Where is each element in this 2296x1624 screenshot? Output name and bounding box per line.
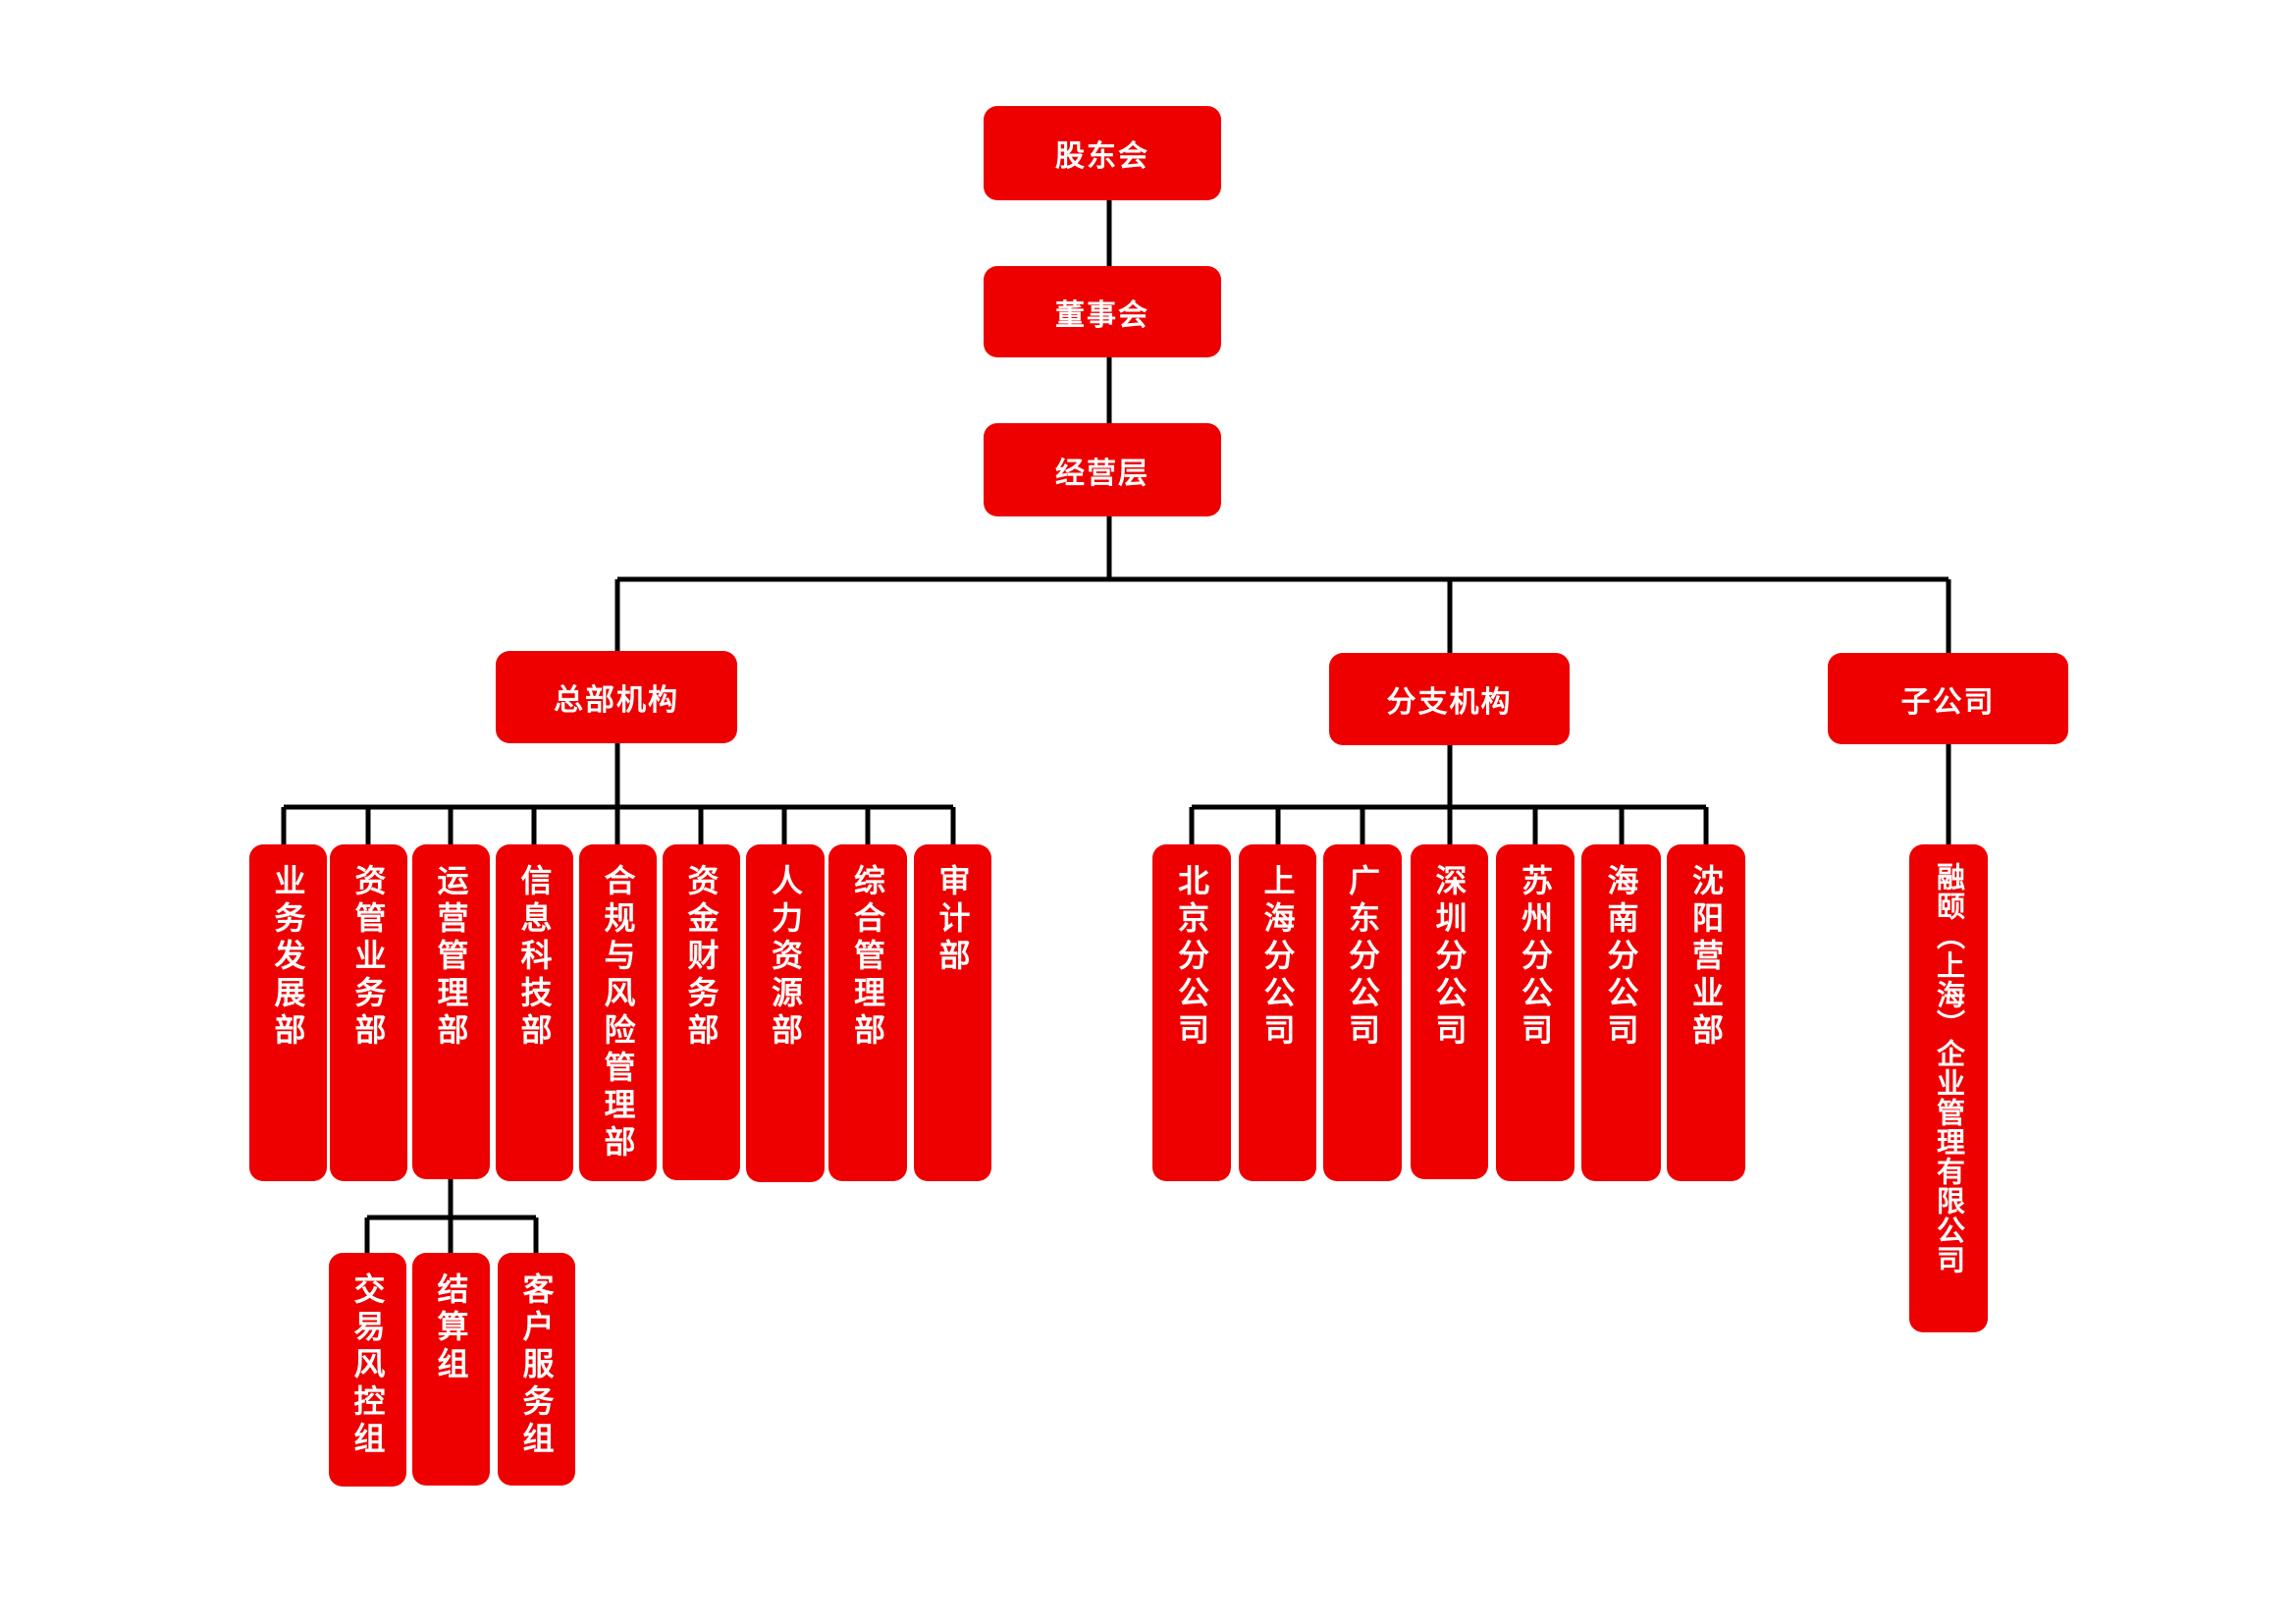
subsidiary-company: 融颐（上海）企业管理有限公司 — [1909, 844, 1988, 1332]
hq-dept-finance: 资金财务部 — [663, 844, 740, 1180]
shareholders-meeting-node: 股东会 — [984, 106, 1221, 200]
hq-dept-audit: 审计部 — [914, 844, 991, 1181]
management-label: 经营层 — [1055, 456, 1149, 491]
branch-office-hainan: 海南分公司 — [1581, 844, 1661, 1181]
hq-dept-label: 审计部 — [934, 864, 972, 976]
hq-dept-compliance-risk: 合规与风险管理部 — [579, 844, 657, 1181]
shareholders-meeting-label: 股东会 — [1055, 139, 1149, 174]
headquarters-node: 总部机构 — [496, 651, 737, 743]
hq-dept-label: 综合管理部 — [849, 864, 886, 1051]
branch-office-shanghai: 上海分公司 — [1239, 844, 1316, 1181]
branch-office-suzhou: 苏州分公司 — [1496, 844, 1575, 1181]
branch-office-guangdong: 广东分公司 — [1323, 844, 1402, 1181]
hq-dept-label: 资管业务部 — [349, 864, 388, 1051]
hq-dept-operations: 运营管理部 — [412, 844, 490, 1179]
branch-office-label: 海南分公司 — [1602, 864, 1640, 1051]
hq-dept-general-management: 综合管理部 — [828, 844, 907, 1181]
board-of-directors-node: 董事会 — [984, 266, 1221, 357]
hq-dept-business-development: 业务发展部 — [249, 844, 327, 1181]
hq-dept-asset-management: 资管业务部 — [330, 844, 407, 1181]
headquarters-label: 总部机构 — [554, 683, 679, 718]
branch-office-shenyang: 沈阳营业部 — [1667, 844, 1745, 1181]
management-node: 经营层 — [984, 423, 1221, 516]
hq-dept-label: 业务发展部 — [269, 864, 307, 1051]
ops-group-label: 交易风控组 — [348, 1272, 387, 1459]
subsidiary-node: 子公司 — [1828, 653, 2068, 744]
branch-office-label: 深圳分公司 — [1430, 864, 1468, 1051]
hq-dept-label: 运营管理部 — [432, 864, 470, 1051]
subsidiary-company-label: 融颐（上海）企业管理有限公司 — [1932, 862, 1966, 1274]
ops-group-customer-service: 客户服务组 — [498, 1253, 575, 1486]
hq-dept-it: 信息科技部 — [496, 844, 573, 1181]
hq-dept-human-resources: 人力资源部 — [746, 844, 825, 1182]
branch-office-label: 苏州分公司 — [1517, 864, 1554, 1051]
branch-office-label: 北京分公司 — [1173, 864, 1210, 1051]
hq-dept-label: 人力资源部 — [767, 864, 804, 1051]
subsidiary-label: 子公司 — [1900, 684, 1996, 720]
branch-office-beijing: 北京分公司 — [1152, 844, 1231, 1181]
hq-dept-label: 资金财务部 — [682, 864, 721, 1051]
branch-offices-label: 分支机构 — [1386, 685, 1513, 720]
ops-group-label: 结算组 — [432, 1272, 470, 1384]
branch-office-label: 广东分公司 — [1344, 864, 1381, 1051]
hq-dept-label: 合规与风险管理部 — [599, 864, 637, 1163]
board-of-directors-label: 董事会 — [1055, 298, 1149, 333]
ops-group-trading-risk: 交易风控组 — [329, 1253, 406, 1487]
branch-office-shenzhen: 深圳分公司 — [1411, 844, 1488, 1179]
ops-group-settlement: 结算组 — [412, 1253, 490, 1486]
branch-offices-node: 分支机构 — [1329, 653, 1570, 745]
branch-office-label: 上海分公司 — [1258, 864, 1297, 1051]
branch-office-label: 沈阳营业部 — [1687, 864, 1725, 1051]
hq-dept-label: 信息科技部 — [515, 864, 554, 1051]
ops-group-label: 客户服务组 — [517, 1272, 556, 1459]
